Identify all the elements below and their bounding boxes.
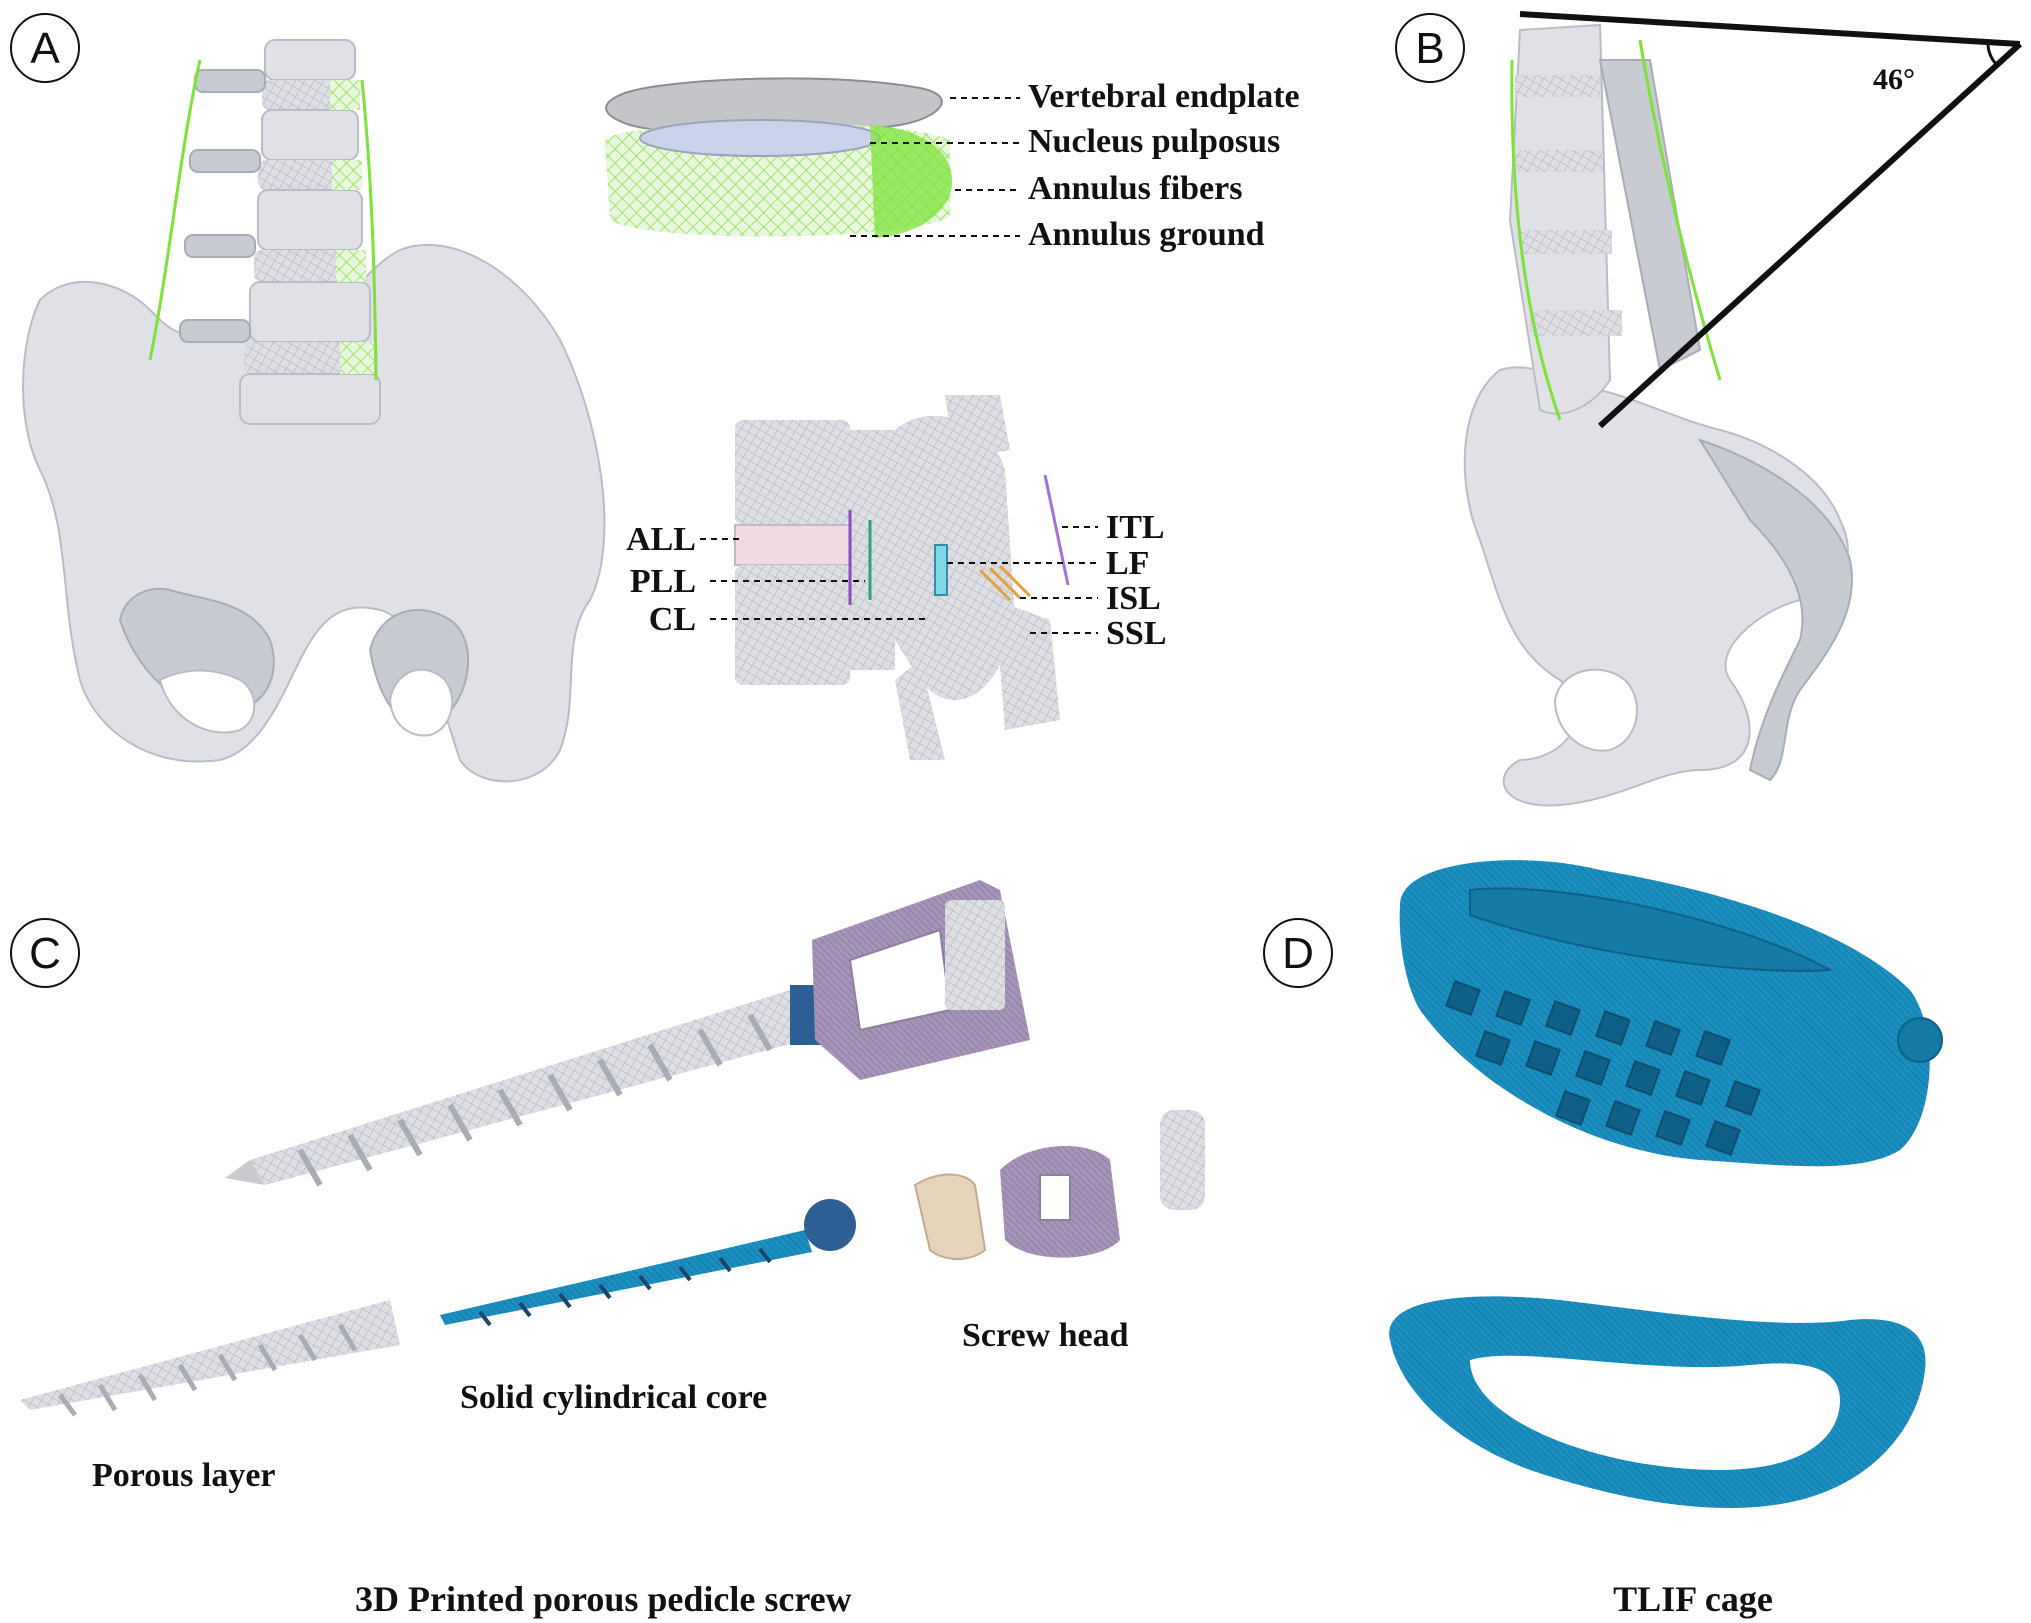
label-porous-layer: Porous layer	[92, 1457, 276, 1494]
panel-a-letter: A	[30, 24, 60, 73]
sleeve-part	[913, 1173, 987, 1260]
assembled-screw	[225, 880, 1030, 1187]
disc-model	[605, 77, 953, 238]
label-lf: LF	[1106, 545, 1149, 582]
porous-layer-part	[20, 1300, 400, 1417]
label-isl: ISL	[1106, 580, 1161, 617]
label-screw-head: Screw head	[962, 1317, 1129, 1354]
panel-d: D	[1263, 860, 1943, 1619]
tlif-cage-ring	[1389, 1296, 1926, 1509]
motion-segment-model	[734, 395, 1070, 760]
caption-tlif-cage: TLIF cage	[1613, 1579, 1773, 1619]
label-itl: ITL	[1106, 509, 1165, 546]
label-pll: PLL	[630, 563, 696, 600]
label-cl: CL	[649, 601, 696, 638]
cage-window-grid	[1445, 980, 1761, 1156]
label-ssl: SSL	[1106, 615, 1167, 652]
label-vertebral-endplate: Vertebral endplate	[1028, 78, 1300, 115]
lumbar-spine-a	[148, 39, 381, 425]
pelvis-model	[22, 243, 606, 783]
vertebral-endplate	[605, 77, 943, 137]
panel-c: C Porous layer Solid cylind	[10, 880, 1205, 1619]
solid-core-part	[440, 1199, 856, 1327]
angle-line-bottom	[1597, 41, 2023, 429]
panel-b: B 46°	[1395, 11, 2023, 807]
panel-b-badge	[1395, 13, 1465, 83]
label-nucleus-pulposus: Nucleus pulposus	[1028, 123, 1280, 160]
set-screw-part	[1160, 1110, 1205, 1210]
caption-pedicle-screw: 3D Printed porous pedicle screw	[355, 1579, 852, 1619]
spine-sagittal-model	[1463, 23, 1853, 807]
annulus-fibers	[870, 125, 953, 238]
angle-arc	[1986, 43, 1998, 65]
panel-a-badge	[10, 13, 80, 83]
panel-c-badge	[10, 918, 80, 988]
panel-d-letter: D	[1282, 929, 1314, 978]
panel-a: A	[10, 13, 1300, 783]
panel-c-letter: C	[29, 929, 61, 978]
angle-label: 46°	[1873, 63, 1915, 96]
label-annulus-ground: Annulus ground	[1028, 216, 1265, 253]
angle-line-top	[1519, 11, 2021, 47]
panel-b-letter: B	[1415, 24, 1444, 73]
label-all: ALL	[626, 521, 696, 558]
tlif-cage-3d	[1399, 860, 1943, 1167]
screw-head-parts	[913, 1110, 1205, 1260]
panel-d-badge	[1263, 918, 1333, 988]
label-solid-core: Solid cylindrical core	[460, 1379, 767, 1416]
nucleus-pulposus	[639, 119, 881, 157]
label-annulus-fibers: Annulus fibers	[1028, 170, 1242, 207]
